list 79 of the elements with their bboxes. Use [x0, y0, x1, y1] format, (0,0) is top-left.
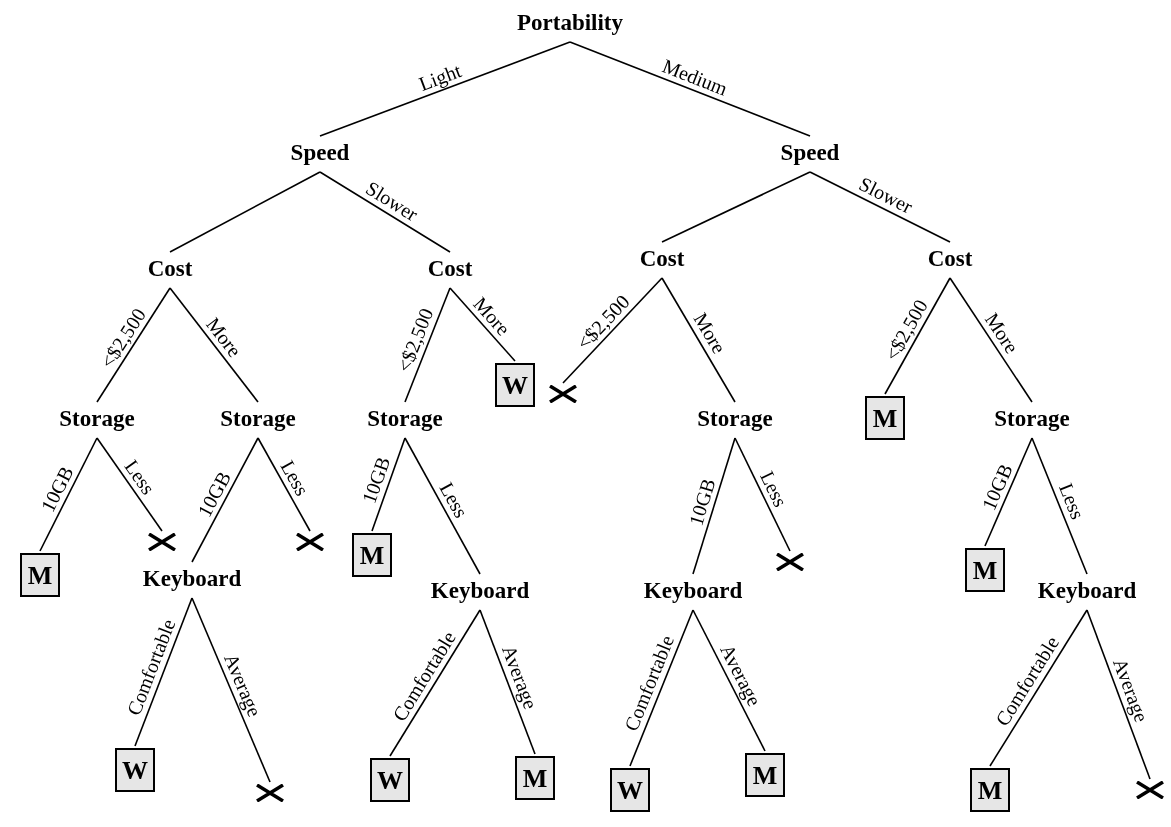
branch-line	[562, 277, 663, 384]
leaf-box: M	[970, 768, 1010, 812]
attribute-label: Cost	[927, 246, 973, 270]
branch-line	[191, 597, 271, 783]
attribute-label: Storage	[697, 406, 773, 430]
edge-label: Light	[416, 59, 465, 94]
edge-label: Average	[498, 642, 541, 712]
branch-line	[1086, 609, 1151, 780]
leaf-box: W	[370, 758, 410, 802]
branch-line	[569, 41, 811, 137]
leaf-box: M	[515, 756, 555, 800]
branch-line	[692, 609, 766, 752]
branch-line	[404, 437, 481, 575]
branch-line	[191, 437, 259, 563]
leaf-box: W	[495, 363, 535, 407]
branch-line	[809, 171, 951, 243]
leaf-box: M	[352, 533, 392, 577]
edge-label: Less	[1055, 480, 1088, 522]
cross-mark	[1135, 781, 1165, 799]
branch-line	[692, 437, 736, 575]
attribute-label: Storage	[59, 406, 135, 430]
leaf-box: M	[745, 753, 785, 797]
branch-line	[39, 437, 98, 552]
branch-line	[629, 609, 694, 767]
branch-line	[319, 41, 571, 137]
attribute-label: Storage	[367, 406, 443, 430]
cross-mark	[548, 385, 578, 403]
branch-line	[989, 609, 1088, 767]
leaf-box: M	[965, 548, 1005, 592]
edge-label: 10GB	[193, 468, 234, 520]
attribute-label: Keyboard	[1037, 578, 1137, 602]
branch-line	[949, 277, 1033, 403]
edge-label: Less	[436, 478, 472, 521]
branch-line	[884, 277, 951, 395]
cross-mark	[255, 784, 285, 802]
branch-line	[389, 609, 481, 757]
branch-line	[734, 437, 791, 552]
branch-line	[169, 171, 321, 253]
attribute-label: Portability	[517, 10, 623, 34]
branch-line	[661, 171, 811, 243]
attribute-label: Keyboard	[643, 578, 743, 602]
leaf-box: M	[865, 396, 905, 440]
branch-line	[96, 437, 163, 532]
edge-label: Average	[1109, 655, 1152, 725]
attribute-label: Cost	[427, 256, 473, 280]
branch-line	[1031, 437, 1088, 575]
edge-label: Less	[277, 457, 313, 500]
attribute-label: Cost	[147, 256, 193, 280]
leaf-box: W	[610, 768, 650, 812]
cross-mark	[775, 553, 805, 571]
branch-line	[96, 287, 171, 403]
edge-label: Less	[757, 467, 792, 510]
edge-label: 10GB	[358, 454, 394, 506]
branch-line	[371, 437, 406, 532]
branch-line	[479, 609, 536, 755]
branch-line	[257, 437, 311, 532]
branch-line	[319, 171, 451, 253]
branch-line	[661, 277, 736, 403]
cross-mark	[295, 533, 325, 551]
branch-line	[984, 437, 1033, 547]
edge-label: 10GB	[684, 476, 719, 528]
leaf-box: W	[115, 748, 155, 792]
edge-label: 10GB	[977, 460, 1016, 513]
branch-line	[134, 597, 193, 747]
attribute-label: Storage	[994, 406, 1070, 430]
branch-line	[404, 287, 451, 403]
edge-label: 10GB	[37, 462, 77, 515]
edge-label: <$2,500	[393, 305, 437, 375]
cross-mark	[147, 533, 177, 551]
attribute-label: Speed	[290, 140, 350, 164]
attribute-label: Cost	[639, 246, 685, 270]
attribute-label: Speed	[780, 140, 840, 164]
leaf-box: M	[20, 553, 60, 597]
branch-line	[169, 287, 259, 403]
attribute-label: Storage	[220, 406, 296, 430]
attribute-label: Keyboard	[430, 578, 530, 602]
branch-line	[449, 287, 516, 362]
attribute-label: Keyboard	[142, 566, 242, 590]
edge-label: Average	[220, 650, 266, 720]
